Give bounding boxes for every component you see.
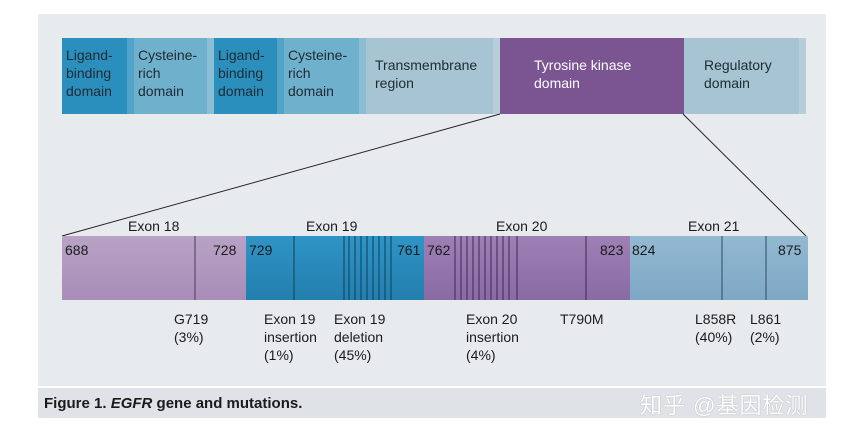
exon-20-name: Exon 20 [496, 218, 548, 234]
mutation-exon20-insertion-label: Exon 20 insertion (4%) [466, 311, 519, 363]
mutation-l861-label: L861 (2%) [750, 311, 782, 345]
connector-left-line [61, 113, 501, 237]
exon-21-segment [630, 236, 808, 300]
domain-label: Transmembrane region [375, 57, 478, 91]
figure-caption: Figure 1. EGFR gene and mutations. [44, 395, 302, 412]
domain-label: Cysteine- rich domain [288, 47, 348, 99]
domain-tyrosine-kinase: Tyrosine kinase domain [500, 38, 684, 114]
domain-transmembrane: Transmembrane region [366, 38, 500, 114]
domain-cysteine-rich-2: Cysteine- rich domain [284, 38, 366, 114]
exon-18-start: 688 [65, 242, 89, 258]
caption-prefix: Figure 1. [44, 395, 107, 412]
exon-19-name: Exon 19 [306, 218, 358, 234]
exon-20-end: 823 [600, 242, 624, 258]
domain-label: Ligand- binding domain [218, 47, 265, 99]
exon-19-segment [246, 236, 424, 300]
exon-18-segment [62, 236, 246, 300]
exon-18-end: 728 [213, 242, 237, 258]
domain-label: Tyrosine kinase domain [534, 57, 632, 91]
mutation-exon19-insertion-label: Exon 19 insertion (1%) [264, 311, 317, 363]
mutation-tick-marks [194, 236, 767, 300]
exon-21-start: 824 [632, 242, 656, 258]
caption-bar [38, 388, 826, 418]
mutation-t790m-label: T790M [560, 311, 604, 327]
caption-suffix: gene and mutations. [156, 395, 303, 412]
mutation-l858r-label: L858R (40%) [695, 311, 737, 345]
exon-20-start: 762 [427, 242, 451, 258]
exon-19-start: 729 [249, 242, 273, 258]
domain-label: Ligand- binding domain [66, 47, 113, 99]
egfr-protein-domains: Ligand- binding domain Cysteine- rich do… [62, 38, 806, 114]
domain-ligand-binding-2: Ligand- binding domain [214, 38, 284, 114]
exon-bar [62, 236, 808, 300]
domain-label: Cysteine- rich domain [138, 47, 198, 99]
mutation-exon19-deletion-label: Exon 19 deletion (45%) [334, 311, 386, 363]
connector-right-line [682, 113, 807, 237]
domain-regulatory: Regulatory domain [684, 38, 806, 114]
domain-ligand-binding-1: Ligand- binding domain [62, 38, 134, 114]
exon-20-segment [424, 236, 630, 300]
watermark: 知乎 @基因检测 [640, 393, 809, 418]
exon-18-name: Exon 18 [128, 218, 180, 234]
exon-21-end: 875 [778, 242, 802, 258]
caption-gene: EGFR [110, 395, 153, 412]
exon-19-end: 761 [397, 242, 421, 258]
domain-cysteine-rich-1: Cysteine- rich domain [134, 38, 214, 114]
exon-21-name: Exon 21 [688, 218, 740, 234]
mutation-g719-label: G719 (3%) [174, 311, 209, 345]
domain-label: Regulatory domain [704, 57, 772, 91]
